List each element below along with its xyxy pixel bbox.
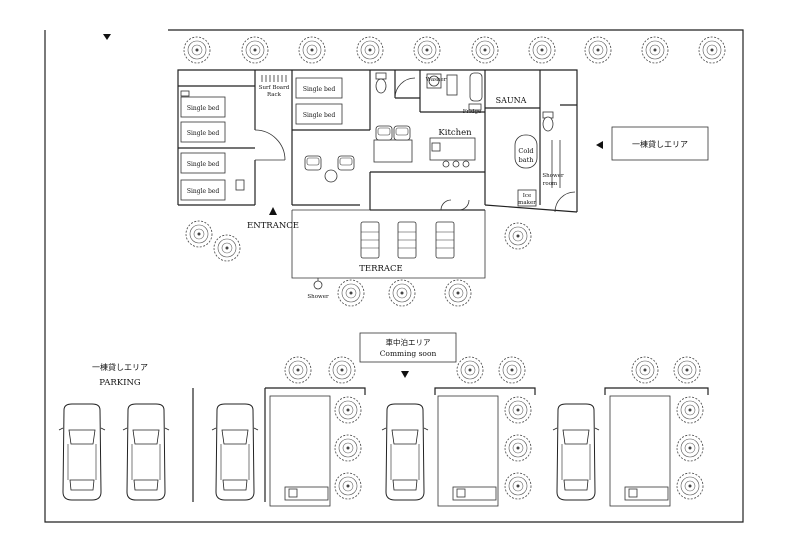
tree — [185, 220, 213, 248]
cold-bath-label: bath — [519, 156, 534, 164]
rental-area-label: 一棟貸しエリア — [632, 139, 688, 149]
sauna-fixtures — [514, 134, 561, 207]
kitchen-label: Kitchen — [438, 128, 472, 138]
parking-area-label: 一棟貸しエリア — [92, 362, 148, 372]
building-walls — [177, 69, 578, 213]
bedroom-1-beds — [180, 90, 245, 201]
ice-maker-label: maker — [518, 200, 536, 206]
car-stay-arrow-icon — [401, 371, 409, 378]
living-furniture — [304, 155, 355, 183]
tree — [444, 279, 472, 307]
parking-divider — [265, 387, 366, 395]
terrace-label: TERRACE — [359, 264, 403, 274]
tree-rows-parking — [284, 356, 704, 500]
bed-label: Single bed — [187, 105, 220, 112]
tree — [504, 222, 532, 250]
rack-label: Rack — [267, 92, 282, 98]
terrace — [291, 210, 486, 279]
bed-label: Single bed — [187, 161, 220, 168]
bed-label: Single bed — [187, 188, 220, 195]
car-stay-label: 車中泊エリア — [386, 337, 431, 347]
bed-label: Single bed — [303, 112, 336, 119]
parking-label: PARKING — [99, 378, 141, 388]
rental-arrow-icon — [596, 141, 603, 149]
parking-divider — [434, 387, 536, 395]
tree — [213, 234, 241, 262]
parking-divider — [604, 387, 709, 395]
surf-board-label: Surf Board — [259, 85, 290, 91]
kitchen-furniture — [373, 125, 476, 168]
outdoor-shower-icon — [313, 280, 323, 290]
north-marker-icon — [103, 34, 111, 40]
fridge-label: Fridge — [463, 109, 482, 115]
coming-soon-label: Comming soon — [380, 349, 437, 358]
labels: Single bed Single bed Single bed Single … — [92, 77, 688, 388]
shower-room-label: Shower — [542, 173, 564, 179]
shower-label: Shower — [307, 294, 329, 300]
washer-label: Washer — [426, 77, 447, 83]
ice-maker-label: Ice — [523, 193, 532, 199]
surf-board-rack — [261, 75, 287, 82]
bed-label: Single bed — [303, 86, 336, 93]
tree — [337, 279, 365, 307]
entrance-label: ENTRANCE — [247, 221, 299, 231]
shower-room-label: room — [543, 181, 558, 187]
tree-row-top — [183, 36, 726, 64]
cold-bath-label: Cold — [518, 147, 533, 155]
door-swings — [254, 77, 576, 213]
rental-area-box — [611, 126, 709, 161]
tree — [388, 279, 416, 307]
bathroom-fixtures — [375, 72, 554, 132]
entrance-arrow-icon — [269, 207, 277, 215]
car-stay-decks — [269, 395, 671, 507]
bedroom-2-beds — [295, 77, 343, 125]
car-stay-box — [359, 332, 457, 363]
bed-label: Single bed — [187, 130, 220, 137]
site-boundary — [44, 29, 744, 523]
sauna-label: SAUNA — [496, 96, 527, 105]
